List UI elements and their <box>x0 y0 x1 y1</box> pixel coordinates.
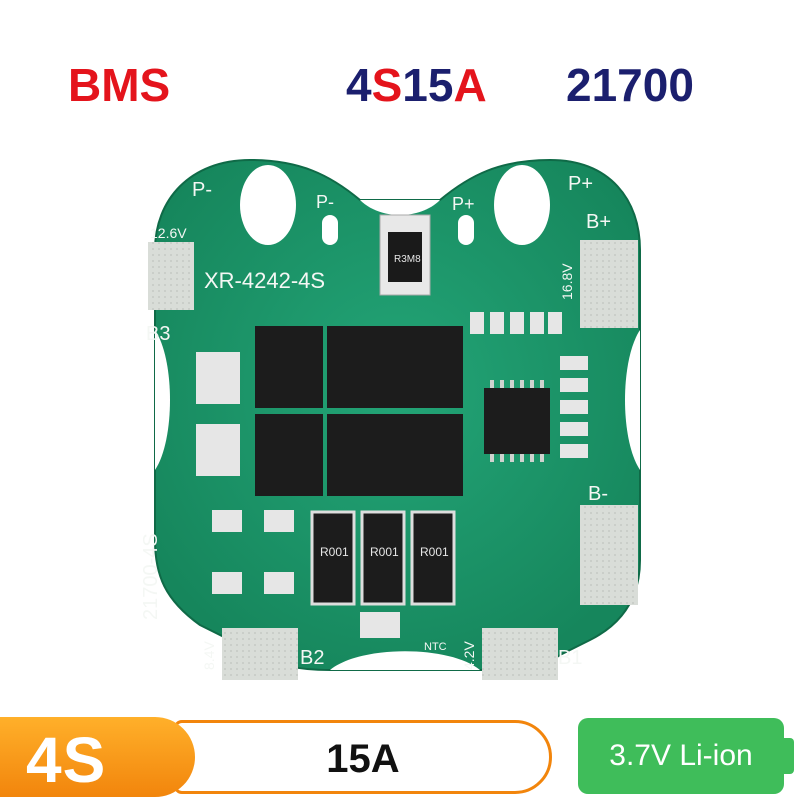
label-shunt-3: R001 <box>420 545 449 559</box>
notch-right <box>625 330 640 470</box>
battery-icon-tip <box>784 738 794 774</box>
label-b2: B2 <box>300 647 324 669</box>
label-p-minus-outer: P- <box>192 179 212 201</box>
control-ic <box>484 388 550 454</box>
notch-top <box>360 200 440 215</box>
title-model-s: S <box>371 59 403 111</box>
pad-b1 <box>482 628 558 680</box>
title-model-4: 4 <box>346 59 372 111</box>
label-shunt-2: R001 <box>370 545 399 559</box>
notch-left <box>155 330 170 470</box>
mount-hole-p-minus <box>240 165 296 245</box>
cell-count-badge: 4S <box>0 717 195 797</box>
current-rating-pill: 15A <box>174 720 552 794</box>
label-p-plus-outer: P+ <box>568 173 593 195</box>
label-shunt-1: R001 <box>320 545 349 559</box>
label-b-minus: B- <box>588 483 608 505</box>
title-cell-size: 21700 <box>566 59 694 111</box>
mount-hole-p-plus <box>494 165 550 245</box>
title-model-15: 15 <box>402 59 454 111</box>
pad-b-minus <box>580 505 638 605</box>
slot-p-minus <box>322 215 338 245</box>
pad-b4 <box>148 242 194 310</box>
label-p-minus-inner: P- <box>316 192 334 212</box>
title-bms: BMS <box>68 59 171 111</box>
pad-b2 <box>222 628 298 680</box>
pad-b-plus <box>580 240 638 328</box>
inductor-body <box>388 232 422 282</box>
mosfet-array <box>255 326 463 496</box>
battery-chemistry-text: 3.7V Li-ion <box>609 739 753 772</box>
title-model-a: A <box>453 59 487 111</box>
label-cell-type: 21700-4S <box>140 533 162 620</box>
label-12-6v: 12.6V <box>150 225 187 241</box>
label-ntc: NTC <box>424 641 447 653</box>
label-part-number: XR-4242-4S <box>204 268 325 293</box>
cell-count-text: 4S <box>26 724 107 796</box>
bms-board-image: XR-4242-4S 21700-4S P- P- P+ P+ B+ B- B1… <box>140 158 641 680</box>
label-b1: B1 <box>558 647 582 669</box>
label-b-plus: B+ <box>586 211 611 233</box>
slot-p-plus <box>458 215 474 245</box>
label-inductor-code: R3M8 <box>394 254 421 265</box>
label-4-2v: 4.2V <box>461 641 477 670</box>
title-model: 4S15A <box>346 62 487 108</box>
label-8-4v: 8.4V <box>201 641 217 670</box>
label-b3: B3 <box>146 323 170 345</box>
label-16-8v: 16.8V <box>559 263 575 300</box>
smd-components <box>196 312 588 638</box>
notch-bottom <box>330 651 480 670</box>
battery-badge: 3.7V Li-ion <box>578 718 784 794</box>
label-p-plus-inner: P+ <box>452 194 475 214</box>
current-rating-text: 15A <box>326 737 400 781</box>
ic-pins <box>490 380 544 462</box>
shunt-resistors <box>310 510 456 606</box>
